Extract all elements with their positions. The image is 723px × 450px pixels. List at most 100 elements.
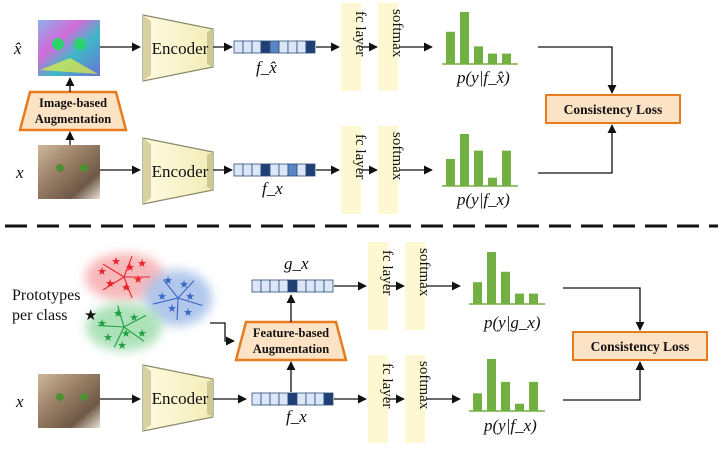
prototype-star-icon: ★ <box>113 308 123 320</box>
feature-cell <box>287 40 298 54</box>
arrow-prototypes-to-aug <box>210 322 235 346</box>
cluster-divider <box>102 263 125 278</box>
hist-bar <box>487 252 496 304</box>
hist-bar <box>488 53 497 64</box>
histogram-fx-bottom <box>469 359 545 412</box>
softmax-label: softmax <box>389 9 405 58</box>
feature-cell <box>233 40 244 54</box>
feature-augmentation-box <box>234 320 348 362</box>
cluster-divider <box>123 276 133 299</box>
hist-bar <box>446 31 455 64</box>
feature-cell <box>233 163 244 177</box>
prob-label-aug-top: p(y|f_x̂) <box>456 68 510 87</box>
feature-cell <box>323 392 334 406</box>
prototype-star-icon: ★ <box>179 279 189 291</box>
encoder-bottom-label: Encoder <box>152 389 209 408</box>
encoder-top: Encoder <box>142 137 214 205</box>
hist-bar <box>473 282 482 304</box>
input-symbol-aug: x̂ <box>13 39 22 58</box>
encoder-top-aug: Encoder <box>142 14 214 82</box>
consistency-loss-label-top: Consistency Loss <box>564 102 663 117</box>
feat-augmentation-line-1: Feature-based <box>253 326 329 340</box>
prob-label-bottom: p(y|f_x) <box>483 416 537 435</box>
fc-layer-box <box>341 126 361 214</box>
augmentation-line-2: Augmentation <box>35 112 111 126</box>
prototype-star-icon: ★ <box>111 256 121 268</box>
cluster-divider <box>113 326 125 348</box>
feat-augmentation-line-2: Augmentation <box>253 342 329 356</box>
feature-label-top: f_x <box>262 179 283 198</box>
feature-cell <box>305 40 316 54</box>
feature-cell <box>251 279 262 293</box>
feature-cell <box>287 279 298 293</box>
cluster-divider <box>123 255 133 278</box>
feature-cell <box>314 392 325 406</box>
prototype-star-icon: ★ <box>105 278 115 290</box>
feature-cell <box>305 163 316 177</box>
feature-label-bottom: f_x <box>286 407 307 426</box>
cluster-divider <box>177 297 203 307</box>
histogram-top <box>442 134 518 187</box>
feature-cell <box>296 279 307 293</box>
feature-cell <box>260 163 271 177</box>
prob-label-aug-bottom: p(y|g_x) <box>483 313 541 332</box>
hist-bar <box>529 381 538 411</box>
prototypes-line-1: Prototypes <box>12 287 80 304</box>
cat-image-top <box>38 145 100 199</box>
encoder-top-aug-label: Encoder <box>152 39 209 58</box>
prototype-star-icon: ★ <box>185 291 195 303</box>
hist-bar <box>460 12 469 64</box>
feature-cell <box>269 279 280 293</box>
arrow-hist-to-loss-bottom <box>563 361 645 401</box>
hist-bar <box>501 271 510 304</box>
feature-cell <box>260 279 271 293</box>
feature-cell <box>260 40 271 54</box>
histogram-gx <box>469 252 545 305</box>
encoder-bottom: Encoder <box>142 364 214 432</box>
cluster-divider <box>117 305 125 328</box>
hist-bar <box>473 393 482 411</box>
cluster-divider <box>123 326 145 342</box>
fc-layer-label: fc layer <box>379 363 395 408</box>
hist-bar <box>515 293 524 304</box>
feature-cell <box>278 392 289 406</box>
softmax-label: softmax <box>389 132 405 181</box>
feature-cell <box>260 392 271 406</box>
fc-layer-box <box>368 242 388 330</box>
feature-vector-fx-bottom <box>251 392 334 406</box>
prototype-star-icon: ★ <box>121 282 131 294</box>
hist-bar <box>446 158 455 186</box>
consistency-loss-box-bottom <box>572 331 708 361</box>
hist-bar <box>460 134 469 186</box>
encoder-top-label: Encoder <box>152 162 209 181</box>
feature-cell <box>314 279 325 293</box>
feature-cell <box>242 40 253 54</box>
cluster-divider <box>102 276 125 291</box>
hist-bar <box>487 359 496 411</box>
prototype-star-icon: ★ <box>84 308 97 324</box>
prototype-star-icon: ★ <box>167 303 177 315</box>
fc-layer-label: fc layer <box>379 250 395 295</box>
hist-bar <box>515 403 524 411</box>
prototype-star-icon: ★ <box>117 340 127 352</box>
feature-cell <box>323 279 334 293</box>
feature-cell <box>296 40 307 54</box>
image-augmentation-box <box>18 90 128 132</box>
arrow-hist-to-loss-top <box>538 124 617 174</box>
prototype-star-icon: ★ <box>103 332 113 344</box>
feature-cell <box>305 392 316 406</box>
feature-cell <box>242 163 253 177</box>
histogram-aug-top <box>442 12 518 65</box>
hist-bar <box>488 177 497 186</box>
prototype-star-icon: ★ <box>97 318 107 330</box>
feature-cell <box>296 163 307 177</box>
prototype-star-icon: ★ <box>183 307 193 319</box>
cluster-divider <box>123 314 147 328</box>
feature-cell <box>287 392 298 406</box>
prototype-star-icon: ★ <box>157 291 167 303</box>
feature-cell <box>305 279 316 293</box>
